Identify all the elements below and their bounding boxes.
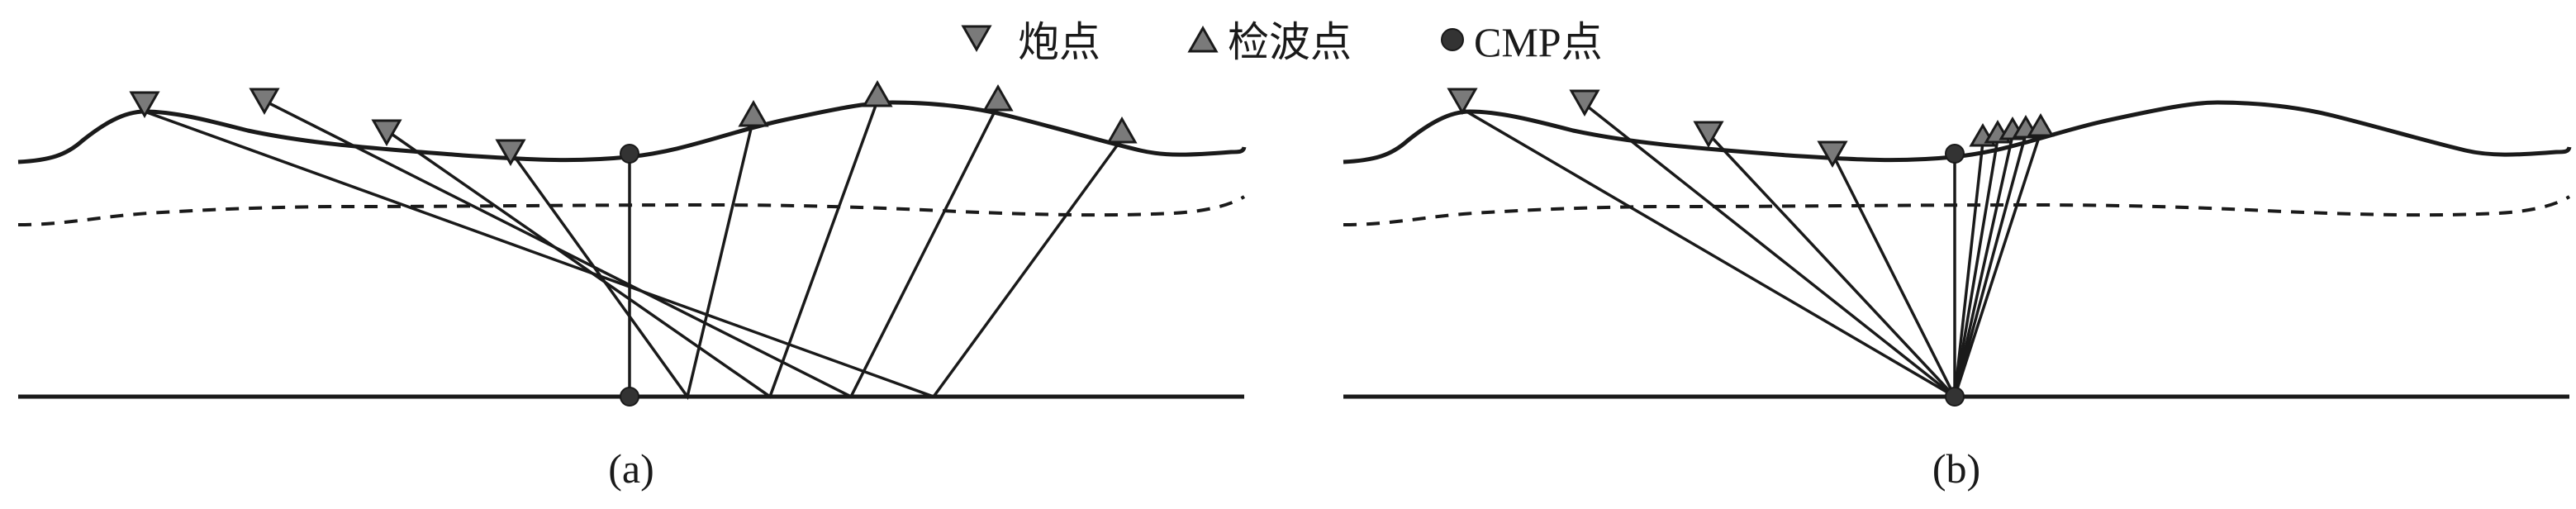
panel-a: (a) — [17, 79, 1247, 492]
panel-b-caption: (b) — [1932, 445, 1980, 492]
ray-path-5 — [1953, 141, 1984, 397]
legend: 炮点 检波点 CMP点 — [961, 19, 1603, 65]
shot-point-3 — [1693, 121, 1724, 149]
panel-a-caption: (a) — [608, 445, 654, 492]
ray-path-4 — [1831, 138, 1999, 402]
legend-receiver-icon — [1187, 25, 1219, 53]
legend-cmp-label: CMP点 — [1474, 19, 1603, 65]
legend-receiver-entry: 检波点 — [1187, 19, 1352, 65]
ray-path-1 — [144, 110, 1124, 399]
ray-path-2 — [264, 99, 1000, 399]
shot-point-2 — [249, 88, 280, 116]
shot-point-4 — [1817, 140, 1848, 169]
receiver-point-2 — [862, 79, 893, 107]
panel-b: (b) — [1343, 88, 2572, 492]
ray-paths — [144, 99, 1124, 401]
shot-point-1 — [129, 91, 160, 119]
cmp-surface-point — [1945, 144, 1965, 164]
dashed-interface — [17, 195, 1246, 226]
surface-topography — [1343, 100, 2572, 164]
receiver-points — [738, 79, 1138, 144]
receiver-point-3 — [982, 83, 1014, 112]
shot-point-1 — [1447, 88, 1478, 116]
surface-topography — [17, 100, 1247, 164]
legend-shot-entry: 炮点 — [961, 19, 1100, 65]
shot-points — [129, 88, 526, 167]
shot-point-4 — [495, 139, 526, 167]
receiver-point-1 — [738, 99, 769, 127]
shot-point-2 — [1569, 89, 1600, 117]
receiver-point-4 — [1106, 116, 1138, 144]
legend-shot-label: 炮点 — [1018, 19, 1100, 65]
receiver-point-5 — [2027, 113, 2055, 137]
legend-cmp-icon — [1441, 28, 1464, 51]
shot-point-3 — [371, 119, 402, 147]
ray-path-3 — [386, 100, 879, 399]
legend-receiver-label: 检波点 — [1228, 19, 1352, 65]
cmp-depth-point — [620, 387, 639, 407]
legend-shot-icon — [961, 25, 992, 53]
receiver-points — [1969, 113, 2055, 147]
cmp-surface-point — [620, 144, 639, 164]
dashed-interface — [1343, 195, 2571, 226]
legend-cmp-entry: CMP点 — [1441, 19, 1603, 65]
ray-path-4 — [509, 117, 755, 401]
shot-points — [1447, 88, 1848, 169]
cmp-depth-point — [1945, 387, 1965, 407]
